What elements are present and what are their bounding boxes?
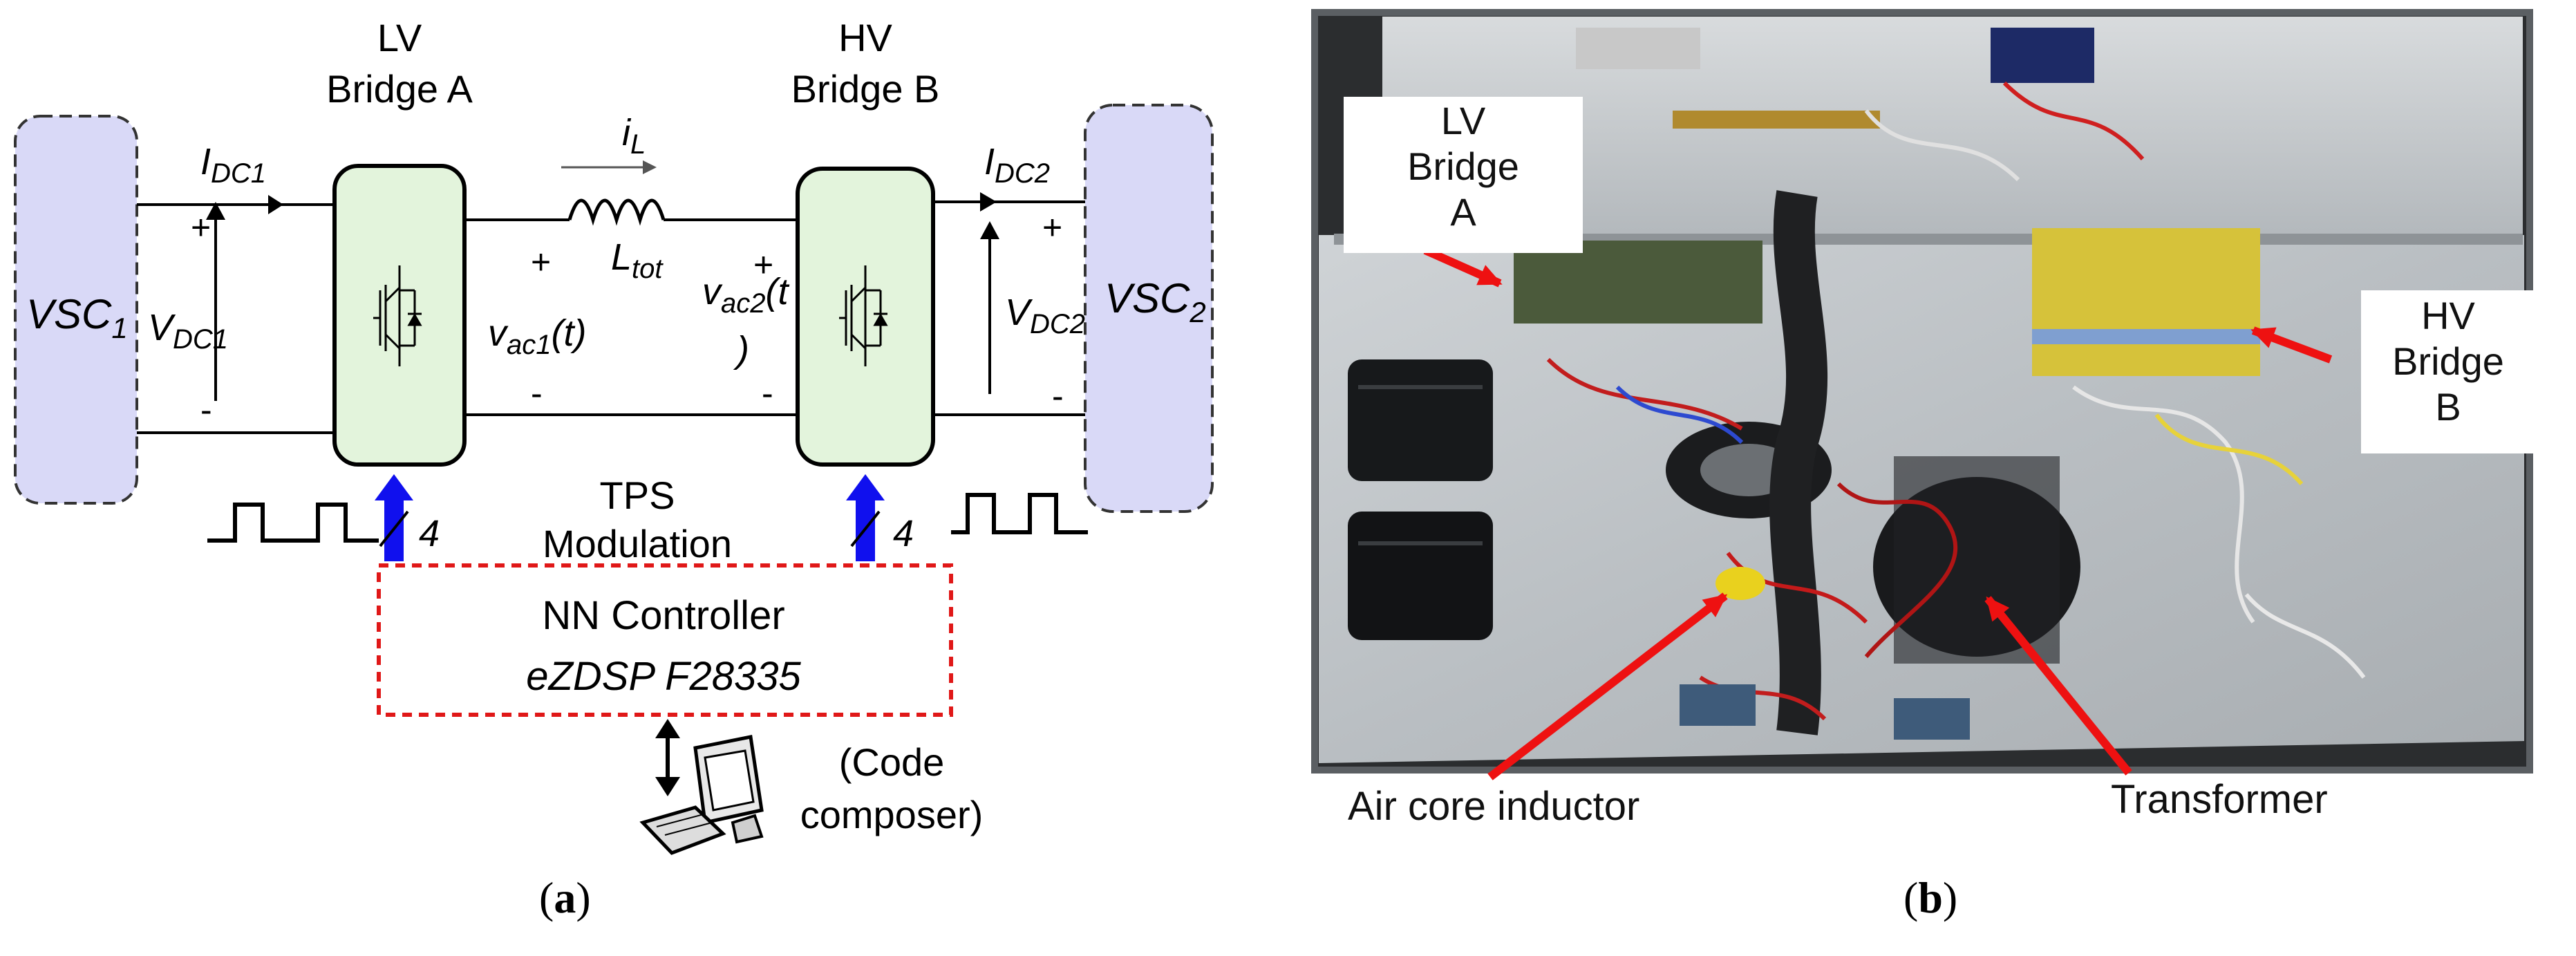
- vsc1-label: VSC1: [26, 291, 128, 344]
- gate-pulses-right: [951, 493, 1088, 534]
- lv-gate-count: 4: [419, 513, 440, 554]
- vdc1-arrowhead: [206, 202, 225, 220]
- idc1-label: IDC1: [200, 141, 266, 189]
- photo-hv-line-3: B: [2435, 385, 2461, 429]
- pc-link-arrowhead-down: [655, 777, 680, 796]
- ltot-label: Ltot: [611, 236, 664, 284]
- nn-controller-label: NN Controller: [542, 593, 784, 638]
- nn-controller-box: [377, 563, 953, 717]
- ltot-inductor: [567, 198, 666, 226]
- code-composer-label-1: (Code: [839, 740, 945, 784]
- vdc1-minus: -: [200, 391, 212, 429]
- photo-lv-line-3: A: [1450, 190, 1476, 234]
- vdc2-label: VDC2: [1005, 292, 1085, 339]
- photo-transformer-label: Transformer: [2111, 777, 2443, 830]
- hv-gate-count: 4: [893, 513, 914, 554]
- pc-link-arrowhead-up: [655, 719, 680, 738]
- il-arrowhead: [643, 160, 657, 174]
- hv-bridge-title-1: HV: [838, 16, 892, 59]
- photo-lv-bridge-label: LV Bridge A: [1344, 97, 1583, 253]
- upper-connector-strip: [1576, 28, 1700, 69]
- transformer-red-arrow: [1984, 596, 2132, 776]
- air-core-red-arrow: [1487, 592, 1728, 780]
- photo-hv-line-2: Bridge: [2392, 339, 2504, 383]
- vsc2-label: VSC2: [1104, 275, 1206, 328]
- transformer-pad: [1894, 456, 2060, 664]
- hv-gate-arrow: [846, 474, 885, 561]
- vac1-minus: -: [531, 374, 543, 413]
- computer-icon: [639, 735, 764, 855]
- lv-gate-arrow: [375, 474, 413, 561]
- vac1-plus: +: [531, 243, 551, 281]
- photo-air-core-label: Air core inductor: [1348, 784, 1721, 838]
- idc2-label: IDC2: [984, 141, 1050, 189]
- gate-pulses-left: [207, 503, 379, 543]
- yellow-capacitor: [1715, 567, 1765, 600]
- photo-lv-line-2: Bridge: [1407, 144, 1519, 188]
- vdc2-plus: +: [1042, 208, 1062, 247]
- vac2-label: vac2(t: [702, 271, 789, 319]
- panel-a-caption: (a): [539, 873, 591, 922]
- vdc2-minus: -: [1052, 377, 1064, 415]
- hv-red-arrow: [2250, 326, 2333, 364]
- vdc1-label: VDC1: [148, 307, 228, 355]
- idc2-arrowhead: [980, 192, 997, 212]
- panel-b-caption: (b): [1903, 873, 1958, 922]
- tps-label-1: TPS: [600, 474, 675, 517]
- photo-hv-line-1: HV: [2421, 294, 2475, 337]
- bottom-board-left: [1680, 684, 1756, 726]
- photo-hv-bridge-label: HV Bridge B: [2361, 290, 2535, 453]
- code-composer-label-2: composer): [800, 793, 984, 836]
- hv-board: [2032, 228, 2260, 376]
- left-resistor-stacks: [1348, 359, 1493, 640]
- photo-lv-line-1: LV: [1440, 99, 1486, 142]
- wire-bundle: [1769, 190, 1828, 735]
- lv-red-arrow: [1423, 246, 1503, 288]
- upper-board: [1673, 111, 1880, 129]
- idc1-arrowhead: [268, 195, 283, 214]
- upper-capacitors: [1991, 28, 2094, 83]
- hv-bridge-title-2: Bridge B: [791, 67, 940, 111]
- lv-bridge-title-1: LV: [377, 16, 422, 59]
- tps-label-2: Modulation: [543, 522, 732, 565]
- lv-igbt-icon: [373, 265, 422, 366]
- hv-gate-slash: [850, 510, 881, 547]
- vsc2-block: [1084, 104, 1214, 513]
- vac2-plus: +: [753, 245, 773, 284]
- lv-bridge-title-2: Bridge A: [326, 67, 473, 111]
- vdc1-plus: +: [191, 208, 211, 247]
- lv-board: [1514, 241, 1762, 324]
- panel-a-schematic: VSC1 VSC2 IDC1 + - VDC1 LV Bridge A: [14, 16, 1214, 855]
- hv-igbt-icon: [839, 265, 888, 366]
- vdc2-arrowhead: [980, 221, 999, 239]
- vac1-label: vac1(t): [488, 312, 586, 360]
- vsc1-block: [14, 115, 138, 505]
- vac2-label-wrap: ): [733, 329, 749, 371]
- hv-board-strip: [2032, 329, 2260, 344]
- bottom-board-right: [1894, 698, 1970, 740]
- lv-gate-slash: [379, 510, 409, 547]
- il-label: iL: [622, 112, 646, 160]
- vac2-minus: -: [762, 374, 773, 413]
- dsp-label: eZDSP F28335: [526, 654, 801, 699]
